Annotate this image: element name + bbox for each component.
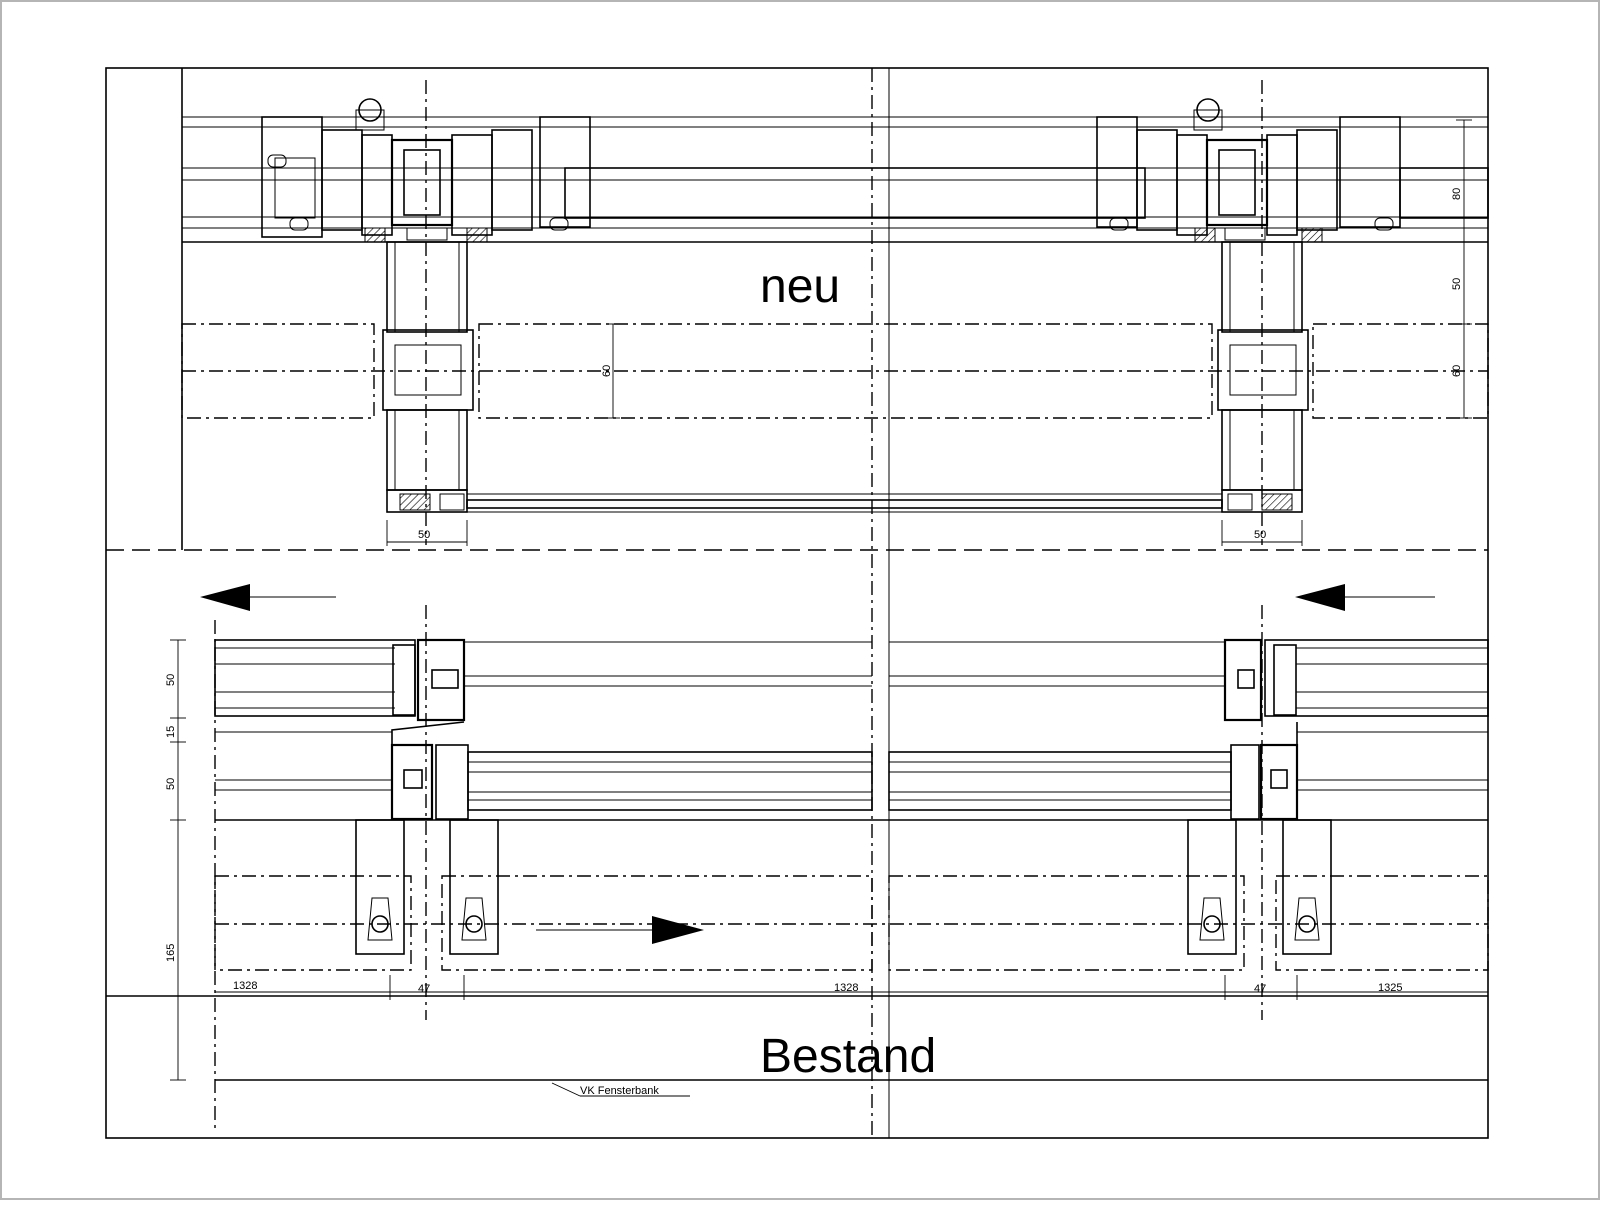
dim-right-lower: 60 [1451,365,1463,377]
dim-top-left-width: 50 [418,529,430,541]
new-section [181,80,1489,545]
sill-note: VK Fensterbank [551,1082,690,1097]
top-dimensions: 50 50 60 80 50 60 [386,119,1472,546]
existing-section [106,584,1489,1130]
dim-bottom-right-gap: 47 [1254,983,1266,995]
dim-left-lower: 50 [165,778,177,790]
dim-left-bottom: 165 [165,944,177,962]
label-new: neu [760,260,840,313]
sill-note-label: VK Fensterbank [580,1085,659,1097]
label-existing: Bestand [760,1030,936,1083]
roller-bracket [1187,819,1237,955]
dim-top-right-width: 50 [1254,529,1266,541]
dim-bottom-left-gap: 47 [418,983,430,995]
bottom-dimensions: 50 15 50 165 1328 47 1328 47 1325 [165,639,1488,1081]
dim-right-upper: 80 [1451,188,1463,200]
glass-pane-bottom [467,751,873,811]
arrow-right-icon [536,916,704,944]
profile-left-top [261,98,1146,513]
arrow-left-icon [200,584,336,611]
dim-bottom-center-width: 1328 [834,982,858,994]
dim-right-middle: 50 [1451,278,1463,290]
dim-top-center-depth: 60 [601,365,613,377]
roller-bracket [449,819,499,955]
drawing-frame [105,67,1489,1139]
dim-bottom-right-width: 1325 [1378,982,1402,994]
dim-bottom-left-width: 1328 [233,980,257,992]
arrow-left-icon [1295,584,1435,611]
dim-left-upper: 50 [165,674,177,686]
glass-pane-top [564,167,1146,219]
roller-bracket [355,819,405,955]
dim-left-gap: 15 [165,726,177,738]
profile-right-top [1096,98,1489,513]
roller-bracket [1282,819,1332,955]
